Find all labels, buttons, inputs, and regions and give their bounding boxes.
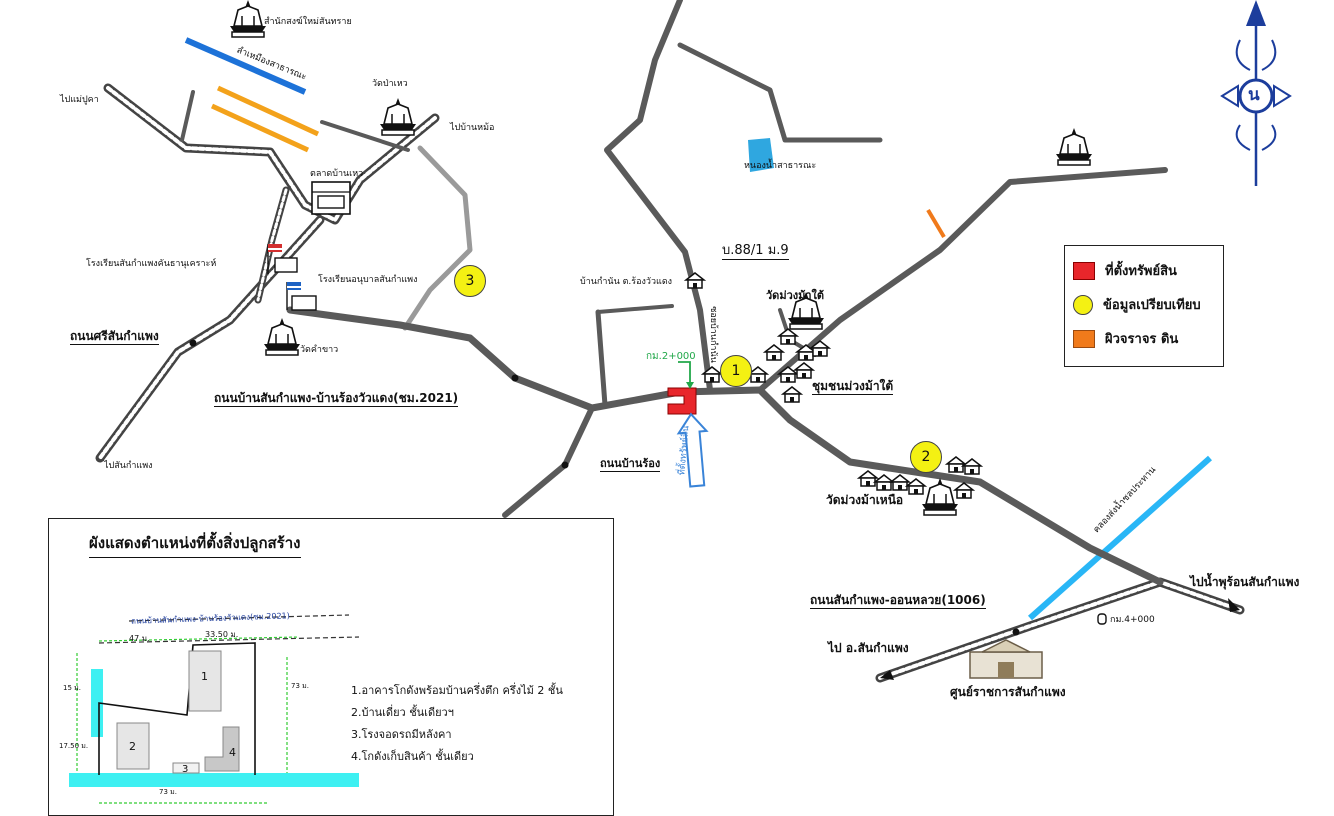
- label-road-1006: ถนนสันกำแพง-ออนหลวย(1006): [810, 593, 986, 609]
- building-label-4: 4: [229, 746, 236, 759]
- label-km4: กม.4+000: [1110, 615, 1155, 625]
- km-pointer: [678, 361, 691, 384]
- dirt-road-2: [210, 103, 310, 153]
- building-item-3: 3.โรงจอดรถมีหลังคา: [351, 728, 452, 741]
- property-marker: [667, 387, 697, 415]
- comparison-marker-2: 2: [910, 441, 942, 473]
- building-item-2: 2.บ้านเดี่ยว ชั้นเดียวฯ: [351, 706, 454, 719]
- label-school-2: โรงเรียนอนุบาลสันกำแพง: [318, 275, 418, 285]
- label-road-ban-rong: ถนนบ้านร้อง: [600, 457, 661, 472]
- label-temple-pa-khew: วัดป่าเหว: [372, 79, 408, 89]
- label-to-hot-spring: ไปน้ำพุร้อนสันกำแพง: [1190, 575, 1300, 589]
- site-plan: [69, 614, 359, 804]
- label-temple-muang-mala-tai: วัดม่วงม้าใต้: [766, 289, 825, 302]
- label-km-mark: กม.2+000: [646, 351, 696, 362]
- km4-icon: [1097, 613, 1107, 625]
- label-market: ตลาดบ้านเหว: [310, 169, 364, 179]
- temple-right-icon: [1055, 127, 1093, 166]
- dim-top-left: 47 ม.: [129, 634, 150, 643]
- legend-item-property: ที่ตั้งทรัพย์สิน: [1073, 260, 1177, 281]
- building-label-1: 1: [201, 670, 208, 683]
- dim-bottom: 73 ม.: [159, 788, 177, 796]
- dirt-road-1: [216, 85, 320, 137]
- temple-top-icon: [229, 0, 267, 38]
- inset-title: ผังแสดงตำแหน่งที่ตั้งสิ่งปลูกสร้าง: [89, 531, 301, 558]
- dim-right: 73 ม.: [291, 682, 309, 690]
- building-label-2: 2: [129, 740, 136, 753]
- building-layout-inset: ผังแสดงตำแหน่งที่ตั้งสิ่งปลูกสร้าง ถนนบ้…: [48, 518, 614, 816]
- property-arrow-icon: [676, 412, 709, 488]
- irrigation-canal: [1028, 455, 1212, 621]
- dim-top-right: 33.50 ม.: [205, 630, 239, 639]
- roads: [95, 0, 1245, 683]
- legend-item-dirt-road: ผิวจราจร ดิน: [1073, 328, 1178, 349]
- label-community: ชุมชนม่วงม้าใต้: [812, 379, 894, 395]
- label-vertical-lane: ซอยบ้านกำนัน: [707, 306, 718, 363]
- canal-top: [184, 37, 307, 95]
- comparison-swatch-icon: [1073, 294, 1093, 315]
- property-swatch-icon: [1073, 261, 1095, 280]
- dim-left-bottom: 17.50 ม.: [59, 742, 89, 750]
- label-to-ban-mo: ไปบ้านหม้อ: [450, 123, 495, 133]
- label-to-amphoe: ไป อ.สันกำแพง: [828, 641, 909, 655]
- comparison-marker-1: 1: [720, 355, 752, 387]
- building-label-3: 3: [182, 764, 189, 775]
- temple-kham-khao-icon: [263, 317, 301, 356]
- label-temple-top: สำนักสงฆ์ใหม่สันทราย: [264, 17, 352, 27]
- label-pond: หนองน้ำสาธารณะ: [744, 161, 817, 171]
- legend-item-comparison: ข้อมูลเปรียบเทียบ: [1073, 294, 1201, 315]
- market-icon: [311, 181, 351, 215]
- temple-pa-khew-icon: [379, 97, 417, 136]
- legend-label: ข้อมูลเปรียบเทียบ: [1103, 298, 1201, 313]
- temple-muang-mala-nuea-icon: [921, 477, 959, 516]
- label-address: บ.88/1 ม.9: [722, 243, 789, 260]
- building-item-1: 1.อาคารโกดังพร้อมบ้านครึ่งตึก ครึ่งไม้ 2…: [351, 684, 563, 697]
- label-school-1: โรงเรียนสันกำแพงคันธานุเคราะห์: [86, 259, 217, 269]
- school-1-icon: [267, 244, 298, 274]
- comparison-marker-3: 3: [454, 265, 486, 297]
- label-to-mae-pu-kha: ไปแม่ปูคา: [60, 95, 99, 105]
- legend-label: ที่ตั้งทรัพย์สิน: [1105, 264, 1177, 279]
- label-village-head: บ้านกำนัน ต.ร้องวัวแดง: [580, 277, 673, 287]
- north-compass-icon: [1220, 0, 1292, 186]
- school-2-icon: [286, 282, 317, 311]
- label-temple-kham-khao: วัดคำขาว: [300, 345, 339, 355]
- dirt-road-3: [926, 208, 946, 239]
- dirt-road-swatch-icon: [1073, 329, 1095, 348]
- building-item-4: 4.โกดังเก็บสินค้า ชั้นเดียว: [351, 750, 474, 763]
- legend: ที่ตั้งทรัพย์สิน ข้อมูลเปรียบเทียบ ผิวจร…: [1064, 245, 1224, 367]
- dim-left-top: 15 ม.: [63, 684, 81, 692]
- label-to-san-kamphaeng: ไปสันกำแพง: [104, 461, 153, 471]
- pond: [748, 138, 774, 172]
- label-road-main: ถนนบ้านสันกำแพง-บ้านร้องวัวแดง(ชม.2021): [214, 391, 459, 407]
- gov-center-icon: [969, 639, 1043, 679]
- legend-label: ผิวจราจร ดิน: [1105, 332, 1179, 347]
- label-gov-center: ศูนย์ราชการสันกำแพง: [950, 685, 1066, 699]
- compass-letter: น: [1248, 85, 1260, 105]
- label-road-san-kamphaeng: ถนนศรีสันกำแพง: [70, 329, 159, 345]
- label-temple-muang-mala-nuea: วัดม่วงม้าเหนือ: [826, 493, 904, 507]
